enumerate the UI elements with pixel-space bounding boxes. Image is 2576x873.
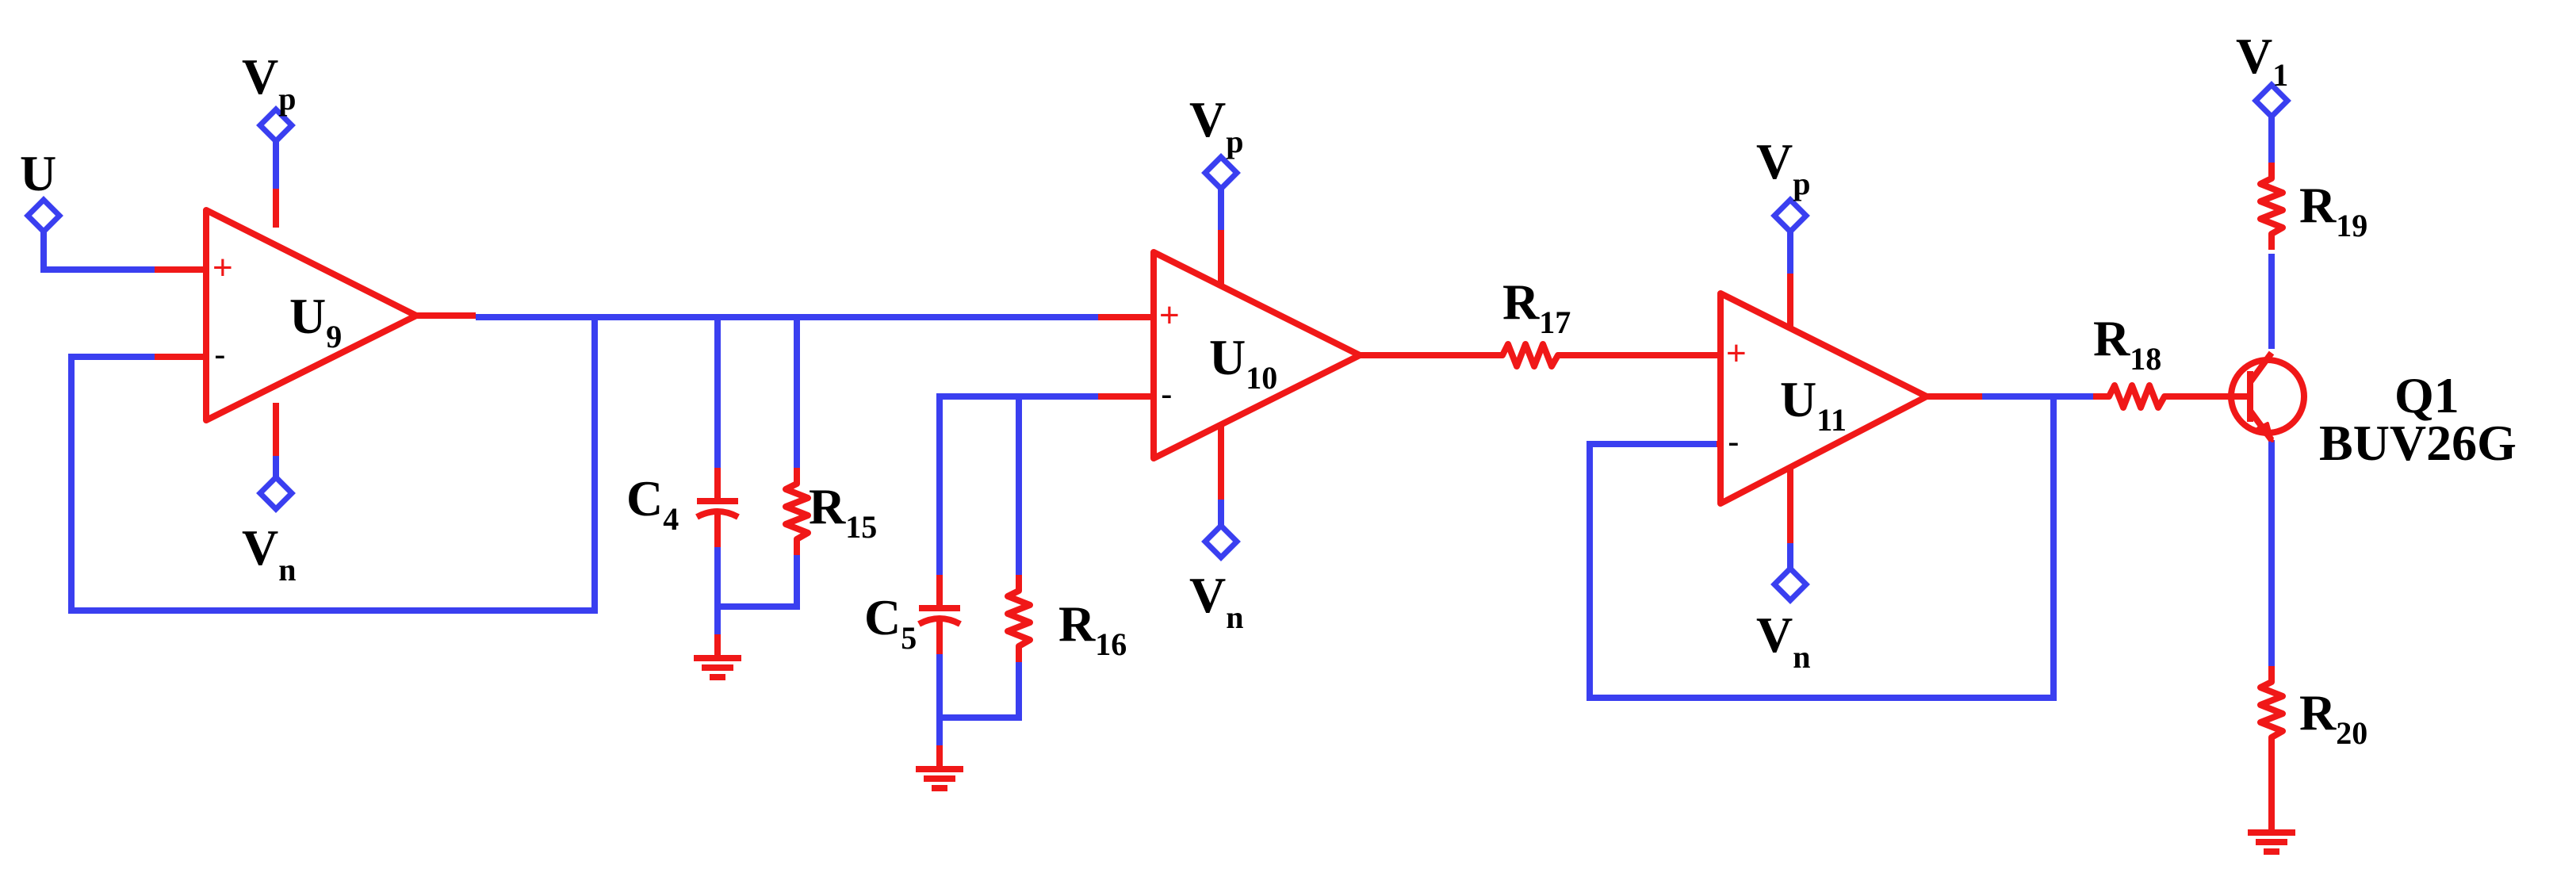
port-u9-vn-icon (260, 477, 292, 509)
port-u10-vn-icon (1205, 526, 1237, 557)
u9-minus-sign: - (214, 335, 226, 374)
u9-plus-sign: + (212, 248, 233, 287)
ground-r20 (2248, 809, 2295, 852)
label-u9-vp: Vp (242, 48, 296, 117)
label-c4: C4 (626, 470, 679, 537)
resistor-r15 (786, 468, 808, 555)
label-q1: Q1 (2394, 367, 2459, 423)
resistor-r20 (2260, 666, 2283, 809)
opamp-u10 (1098, 230, 1415, 500)
label-u11: U11 (1780, 371, 1847, 438)
wire-u11-output (1587, 393, 2057, 701)
label-u10-vp: Vp (1189, 91, 1243, 159)
capacitor-c5 (919, 575, 960, 654)
label-r17: R17 (1502, 274, 1571, 340)
label-u10-vn: Vn (1189, 567, 1243, 635)
u11-minus-sign: - (1728, 423, 1740, 461)
u11-plus-sign: + (1726, 334, 1747, 373)
resistor-r19 (2260, 163, 2283, 250)
ground-c4 (694, 634, 741, 677)
label-v1: V1 (2236, 28, 2288, 93)
u10-plus-sign: + (1159, 296, 1180, 335)
port-u11-vn-icon (1774, 569, 1806, 600)
capacitor-c4 (697, 468, 738, 547)
label-r15: R15 (809, 478, 877, 545)
wire-c4-r15-bottom (714, 547, 800, 610)
label-u11-vn: Vn (1756, 607, 1810, 675)
label-u9-vn: Vn (242, 519, 296, 588)
wire-u10-minus (936, 393, 1098, 575)
wires (40, 115, 2275, 745)
port-u-icon (28, 200, 59, 232)
label-input-u: U (20, 145, 56, 201)
wire-u9-feedback (68, 317, 598, 614)
transistor-q1 (2228, 350, 2307, 442)
label-r19: R19 (2299, 177, 2367, 243)
port-u11-vp-icon (1774, 200, 1806, 232)
components (155, 163, 2307, 852)
u10-minus-sign: - (1161, 375, 1173, 414)
label-r16: R16 (1058, 595, 1127, 662)
label-u10: U10 (1209, 329, 1277, 396)
wire-c5-r16-bottom (936, 654, 1022, 721)
labels: U Vp Vn Vp Vn Vp Vn V1 U9 U10 U11 + - + … (20, 28, 2517, 751)
port-u10-vp-icon (1205, 157, 1237, 189)
wire-input (40, 232, 155, 273)
resistor-r16 (1008, 575, 1030, 662)
opamp-u11 (1673, 274, 1982, 543)
resistor-r17 (1415, 344, 1673, 366)
label-u9: U9 (289, 288, 342, 354)
ground-c5 (916, 745, 963, 788)
resistor-r18 (2093, 385, 2232, 408)
label-u11-vp: Vp (1756, 133, 1810, 201)
label-c5: C5 (864, 589, 917, 656)
opamp-u9 (155, 189, 476, 456)
label-r20: R20 (2299, 684, 2367, 751)
label-buv26g: BUV26G (2319, 415, 2517, 471)
label-r18: R18 (2093, 310, 2161, 377)
